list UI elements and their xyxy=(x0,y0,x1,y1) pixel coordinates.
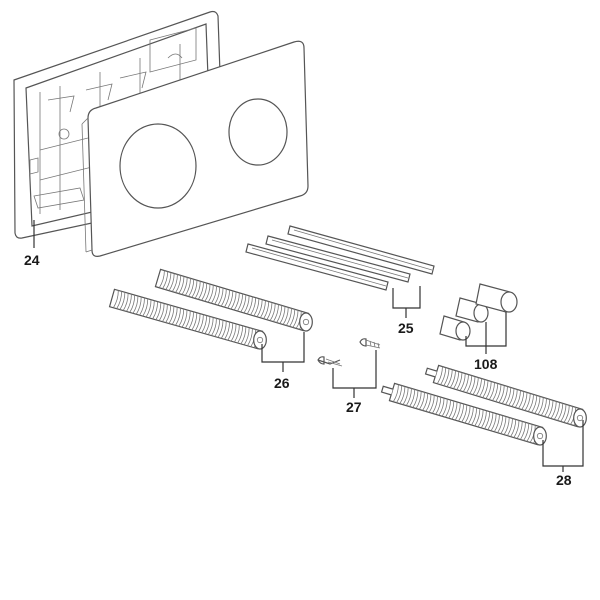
front-cover-plate xyxy=(81,40,309,257)
small-flush-button-circle xyxy=(228,98,288,166)
sleeves-part-108 xyxy=(439,283,518,341)
callout-26: 26 xyxy=(274,375,290,391)
callout-27: 27 xyxy=(346,399,362,415)
rods-part-25 xyxy=(245,225,435,291)
callout-24: 24 xyxy=(24,252,40,268)
leader-lines xyxy=(33,220,584,472)
large-flush-button-circle xyxy=(119,123,197,209)
callout-108: 108 xyxy=(474,356,498,372)
callout-28: 28 xyxy=(556,472,572,488)
callout-25: 25 xyxy=(398,320,414,336)
threaded-rods-part-28 xyxy=(380,364,587,446)
threaded-rods-part-26 xyxy=(108,268,313,350)
screws-part-27 xyxy=(317,338,381,367)
